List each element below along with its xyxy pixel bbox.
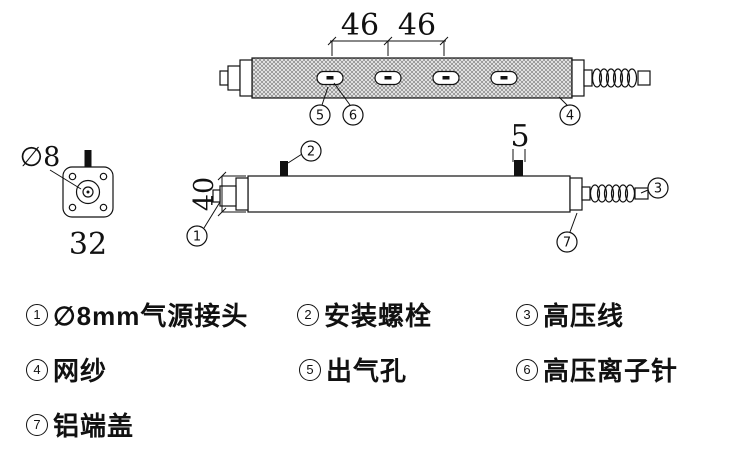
legend-num-1: 1 (26, 303, 48, 326)
ion-needle (326, 76, 334, 80)
corner-screw (99, 203, 108, 212)
bolt-offset-dimension (512, 149, 526, 162)
dim-46-right: 46 (398, 8, 436, 43)
diameter-leader-line (49, 169, 82, 190)
ion-needle (500, 76, 508, 80)
legend-label-end-cap: 铝端盖 (53, 411, 135, 441)
mesh-surface (251, 57, 573, 99)
legend-label-ion-needle: 高压离子针 (543, 356, 679, 386)
left-endcap-front (235, 177, 249, 211)
coiled-wire-top (591, 68, 638, 88)
corner-screw (99, 172, 108, 181)
legend-item-end-cap: 7 铝端盖 (26, 406, 134, 443)
air-fitting-top (227, 65, 241, 91)
top-view (219, 57, 651, 99)
annotations: 46 46 40 5 ∅8 32 5 6 4 (20, 8, 669, 262)
svg-text:3: 3 (654, 182, 662, 197)
legend-item-ion-needle: 6 高压离子针 (516, 351, 678, 388)
height-dimension (217, 171, 246, 217)
svg-text:1: 1 (193, 230, 201, 245)
fitting-inner-circle (82, 186, 94, 198)
callout-mesh: 4 (558, 96, 581, 126)
mounting-bolt-left (280, 161, 288, 176)
svg-text:2: 2 (307, 145, 315, 160)
corner-screw (68, 203, 77, 212)
legend-label-air-fitting: ∅8mm气源接头 (53, 301, 249, 331)
right-endcap-front (569, 177, 583, 211)
legend-item-air-outlet: 5 出气孔 (299, 351, 407, 388)
air-fitting-tip-front (212, 189, 221, 203)
svg-text:7: 7 (563, 236, 571, 251)
legend-item-mounting-bolt: 2 安装螺栓 (297, 296, 432, 333)
wire-end-front (634, 187, 649, 200)
air-outlet-hole (432, 70, 460, 86)
callout-air-fitting: 1 (186, 201, 221, 247)
air-outlet-hole (316, 70, 344, 86)
legend-num-4: 4 (26, 358, 48, 381)
wire-boot-top (583, 69, 593, 87)
wire-boot-front (581, 186, 591, 201)
air-fitting-tip-top (219, 70, 229, 86)
legend-label-mesh: 网纱 (53, 356, 108, 386)
legend-num-5: 5 (299, 358, 321, 381)
corner-screw (68, 172, 77, 181)
air-outlet-holes (316, 70, 518, 86)
fitting-outer-circle (75, 179, 101, 205)
fitting-center-dot (86, 190, 90, 194)
ion-needle (442, 76, 450, 80)
svg-text:5: 5 (316, 109, 324, 124)
legend-label-mounting-bolt: 安装螺栓 (324, 301, 433, 331)
bar-body-front (247, 175, 571, 213)
dim-46-left: 46 (341, 8, 379, 43)
svg-text:6: 6 (349, 109, 357, 124)
legend-num-2: 2 (297, 303, 319, 326)
right-endcap-top (571, 59, 585, 97)
dim-endcap-width: 32 (69, 227, 107, 262)
legend-item-mesh: 4 网纱 (26, 351, 107, 388)
technical-drawing: 46 46 40 5 ∅8 32 5 6 4 (20, 8, 669, 262)
legend-num-6: 6 (516, 358, 538, 381)
legend-num-7: 7 (26, 413, 48, 436)
end-view (49, 150, 114, 218)
callout-mounting-bolt: 2 (287, 140, 322, 164)
callout-air-outlet: 5 (309, 86, 331, 126)
legend-label-hv-wire: 高压线 (543, 301, 625, 331)
legend-item-air-fitting: 1 ∅8mm气源接头 (26, 296, 248, 333)
callout-end-cap: 7 (556, 212, 578, 253)
callout-ion-needle: 6 (333, 82, 364, 126)
dim-fitting-diameter: ∅8 (20, 142, 61, 173)
air-outlet-hole (490, 70, 518, 86)
dim-bolt-offset: 5 (510, 119, 529, 154)
callout-hv-wire: 3 (640, 177, 669, 199)
mounting-bolt-right (514, 160, 523, 176)
end-view-bolt (84, 150, 92, 167)
left-endcap-top (239, 59, 253, 97)
wire-end-top (637, 70, 651, 86)
dim-bar-height: 40 (189, 177, 220, 211)
front-view (212, 160, 649, 213)
legend-num-3: 3 (516, 303, 538, 326)
coiled-wire-front (589, 184, 636, 203)
air-outlet-hole (374, 70, 402, 86)
svg-text:4: 4 (566, 109, 574, 124)
legend-label-air-outlet: 出气孔 (326, 356, 408, 386)
hole-pitch-dimension (327, 36, 449, 56)
legend-item-hv-wire: 3 高压线 (516, 296, 624, 333)
ion-needle (384, 76, 392, 80)
